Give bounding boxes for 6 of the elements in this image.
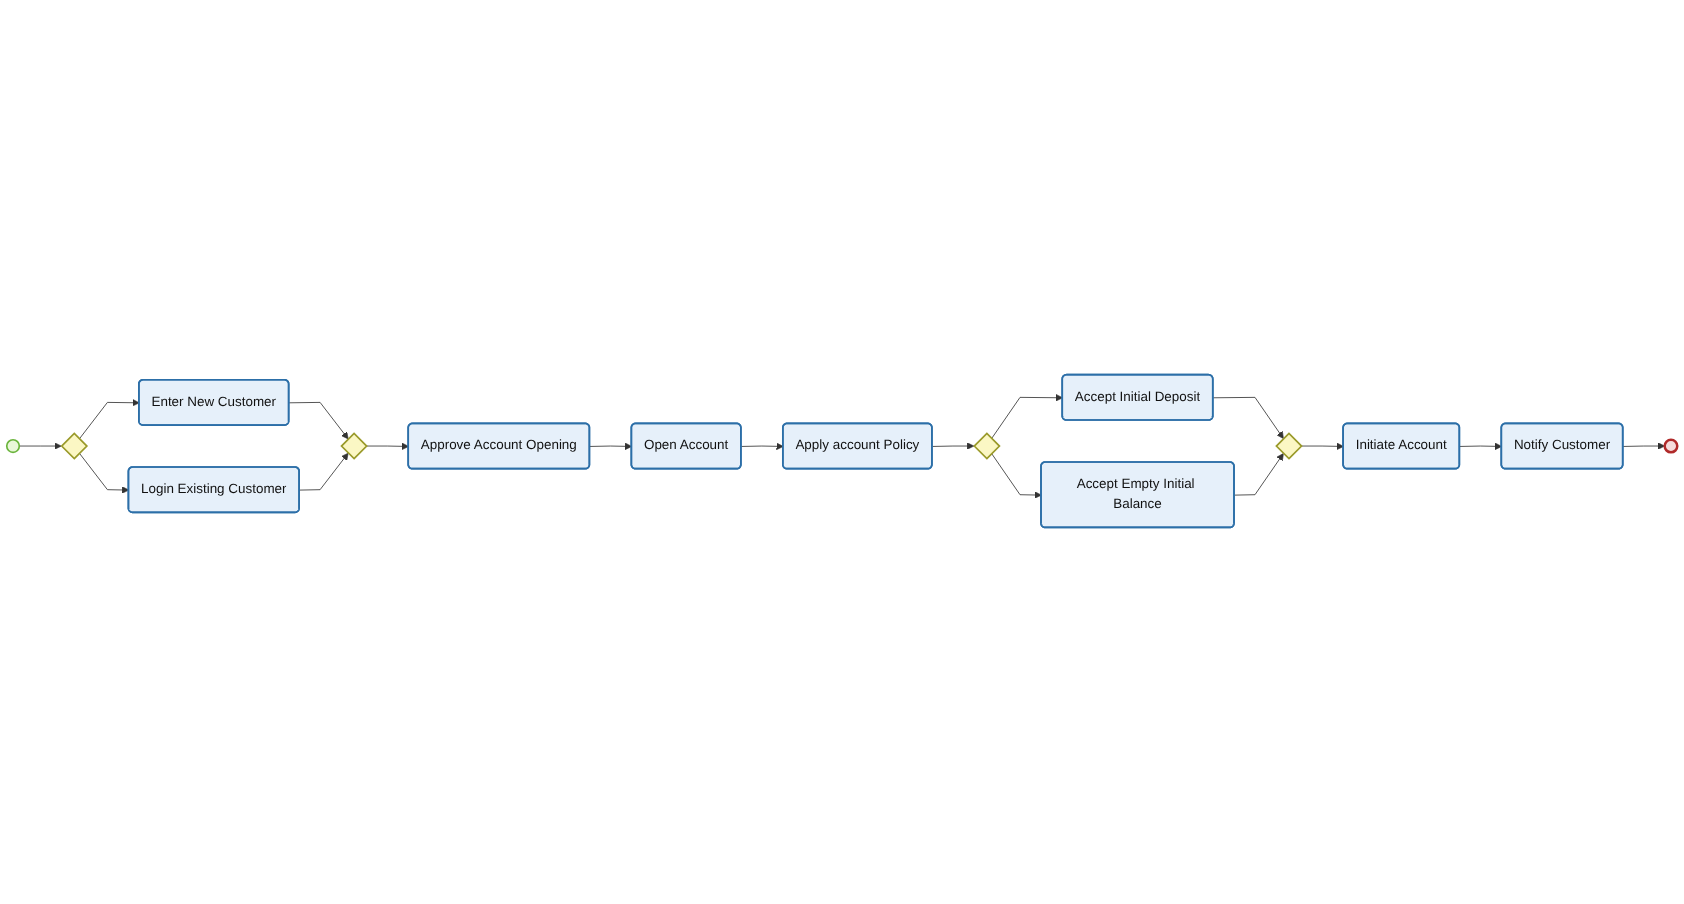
node-diamond <box>1275 433 1303 461</box>
node-circle <box>1663 439 1679 455</box>
node-diamond <box>340 433 368 461</box>
node-circle <box>5 439 21 455</box>
node-diamond <box>60 433 89 461</box>
node-diamond <box>973 433 1001 461</box>
